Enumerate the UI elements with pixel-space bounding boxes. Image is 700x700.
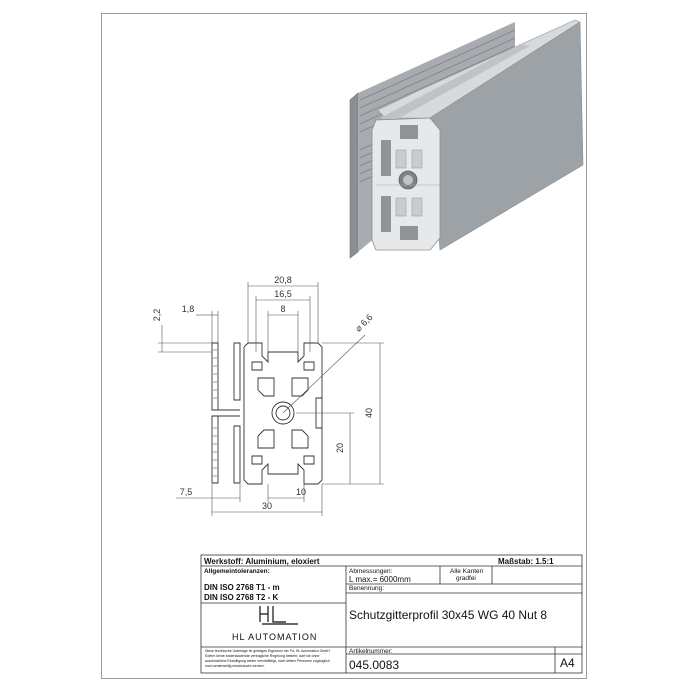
designation-value: Schutzgitterprofil 30x45 WG 40 Nut 8 bbox=[349, 608, 548, 622]
edges-line1: Alle Kanten bbox=[450, 568, 484, 575]
general-tolerances-label: Allgemeintoleranzen: bbox=[204, 568, 270, 575]
dim-40: 40 bbox=[364, 408, 374, 418]
paper-format: A4 bbox=[560, 656, 575, 670]
material-label: Werkstoff: Aluminium, eloxiert bbox=[204, 557, 320, 566]
cross-section-view bbox=[211, 342, 323, 485]
dim-diameter-6-6: ⌀ 6,6 bbox=[353, 312, 375, 334]
dim-20-8: 20,8 bbox=[274, 275, 292, 285]
dim-30: 30 bbox=[262, 501, 272, 511]
dim-10: 10 bbox=[296, 487, 306, 497]
company-name: HL AUTOMATION bbox=[232, 632, 318, 642]
dim-8: 8 bbox=[280, 304, 285, 314]
dim-16-5: 16,5 bbox=[274, 289, 292, 299]
dim-20: 20 bbox=[335, 443, 345, 453]
length-value: L max.= 6000mm bbox=[349, 575, 411, 584]
dim-2-2: 2,2 bbox=[152, 309, 162, 322]
profile-outline bbox=[243, 342, 323, 485]
hl-logo bbox=[259, 606, 298, 625]
fins bbox=[211, 342, 241, 484]
dim-1-8: 1,8 bbox=[182, 304, 195, 314]
copyright-notice: Diese technische Unterlage ist geistiges… bbox=[205, 649, 330, 669]
article-number: 045.0083 bbox=[349, 658, 400, 672]
dimension-lines bbox=[158, 282, 384, 516]
copyright-line-2: Sofern keine anderslautende vertragliche… bbox=[205, 654, 320, 658]
edges-line2: gradfei bbox=[456, 575, 476, 582]
article-label: Artikelnummer: bbox=[349, 648, 393, 655]
title-block-grid bbox=[200, 554, 583, 674]
copyright-line-3: ausdrückliche Einwilligung weder verviel… bbox=[205, 659, 330, 663]
copyright-line-1: Diese technische Unterlage ist geistiges… bbox=[205, 649, 330, 653]
tolerance-1: DIN ISO 2768 T1 - m bbox=[204, 583, 280, 592]
dimensions-label: Abmessungen: bbox=[349, 568, 393, 575]
isometric-profile-view bbox=[349, 19, 584, 259]
designation-label: Benennung: bbox=[349, 585, 385, 592]
drawing-frame bbox=[101, 13, 587, 679]
tolerance-2: DIN ISO 2768 T2 - K bbox=[204, 593, 279, 602]
scale-label: Maßstab: 1.5:1 bbox=[498, 557, 554, 566]
copyright-line-4: noch anderweitig missbraucht werden. bbox=[205, 664, 265, 668]
dim-7-5: 7,5 bbox=[180, 487, 193, 497]
